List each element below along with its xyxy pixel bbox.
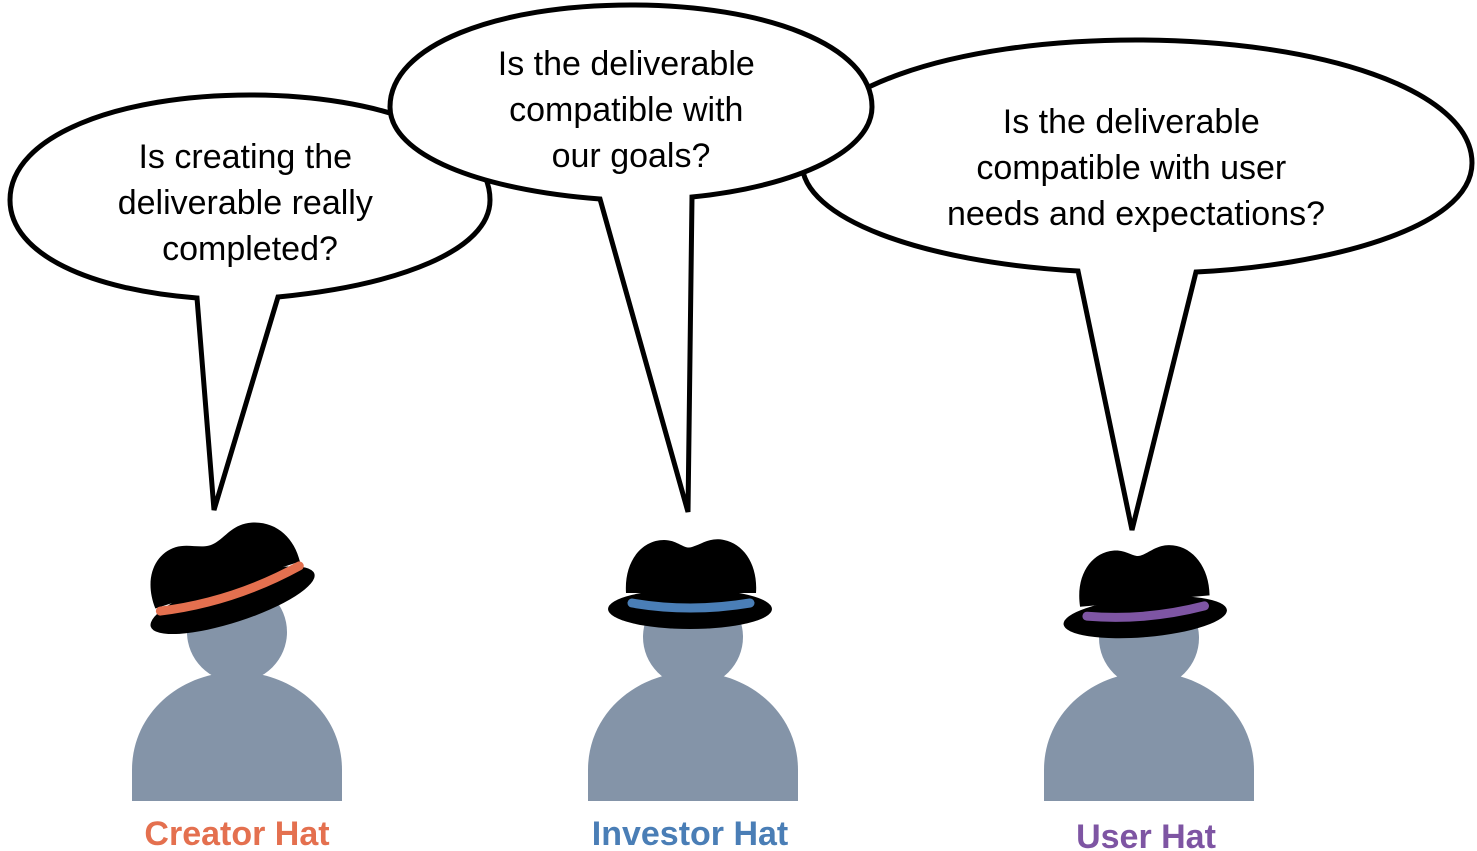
question-line: completed? bbox=[162, 230, 338, 268]
question-line: needs and expectations? bbox=[947, 195, 1325, 233]
fedora-hat-icon bbox=[1063, 545, 1227, 639]
label-investor-hat: Investor Hat bbox=[592, 815, 789, 851]
question-line: Is creating the bbox=[138, 138, 352, 176]
speech-bubble-creator-shape bbox=[7, 92, 493, 511]
persona-user bbox=[1044, 545, 1254, 801]
speech-bubble-investor-shape bbox=[387, 2, 875, 513]
speech-bubble-creator-text: Is creating the deliverable really compl… bbox=[118, 138, 383, 268]
fedora-hat-icon bbox=[150, 522, 315, 635]
label-user-hat: User Hat bbox=[1076, 818, 1216, 851]
question-line: Is the deliverable bbox=[1003, 103, 1260, 141]
question-line: our goals? bbox=[552, 137, 711, 175]
question-line: deliverable really bbox=[118, 184, 373, 222]
persona-investor bbox=[588, 539, 798, 801]
question-line: compatible with bbox=[509, 91, 743, 129]
persona-creator bbox=[132, 522, 342, 801]
fedora-hat-icon bbox=[608, 539, 772, 629]
speech-bubble-user-text: Is the deliverable compatible with user … bbox=[947, 103, 1325, 233]
question-line: Is the deliverable bbox=[498, 45, 755, 83]
label-creator-hat: Creator Hat bbox=[144, 815, 329, 851]
speech-bubble-user-shape bbox=[799, 37, 1475, 531]
speech-bubble-user: Is the deliverable compatible with user … bbox=[799, 37, 1475, 531]
question-line: compatible with user bbox=[976, 149, 1286, 187]
speech-bubble-creator: Is creating the deliverable really compl… bbox=[7, 92, 493, 511]
speech-bubble-investor-text: Is the deliverable compatible with our g… bbox=[498, 45, 765, 175]
speech-bubble-investor: Is the deliverable compatible with our g… bbox=[387, 2, 875, 513]
